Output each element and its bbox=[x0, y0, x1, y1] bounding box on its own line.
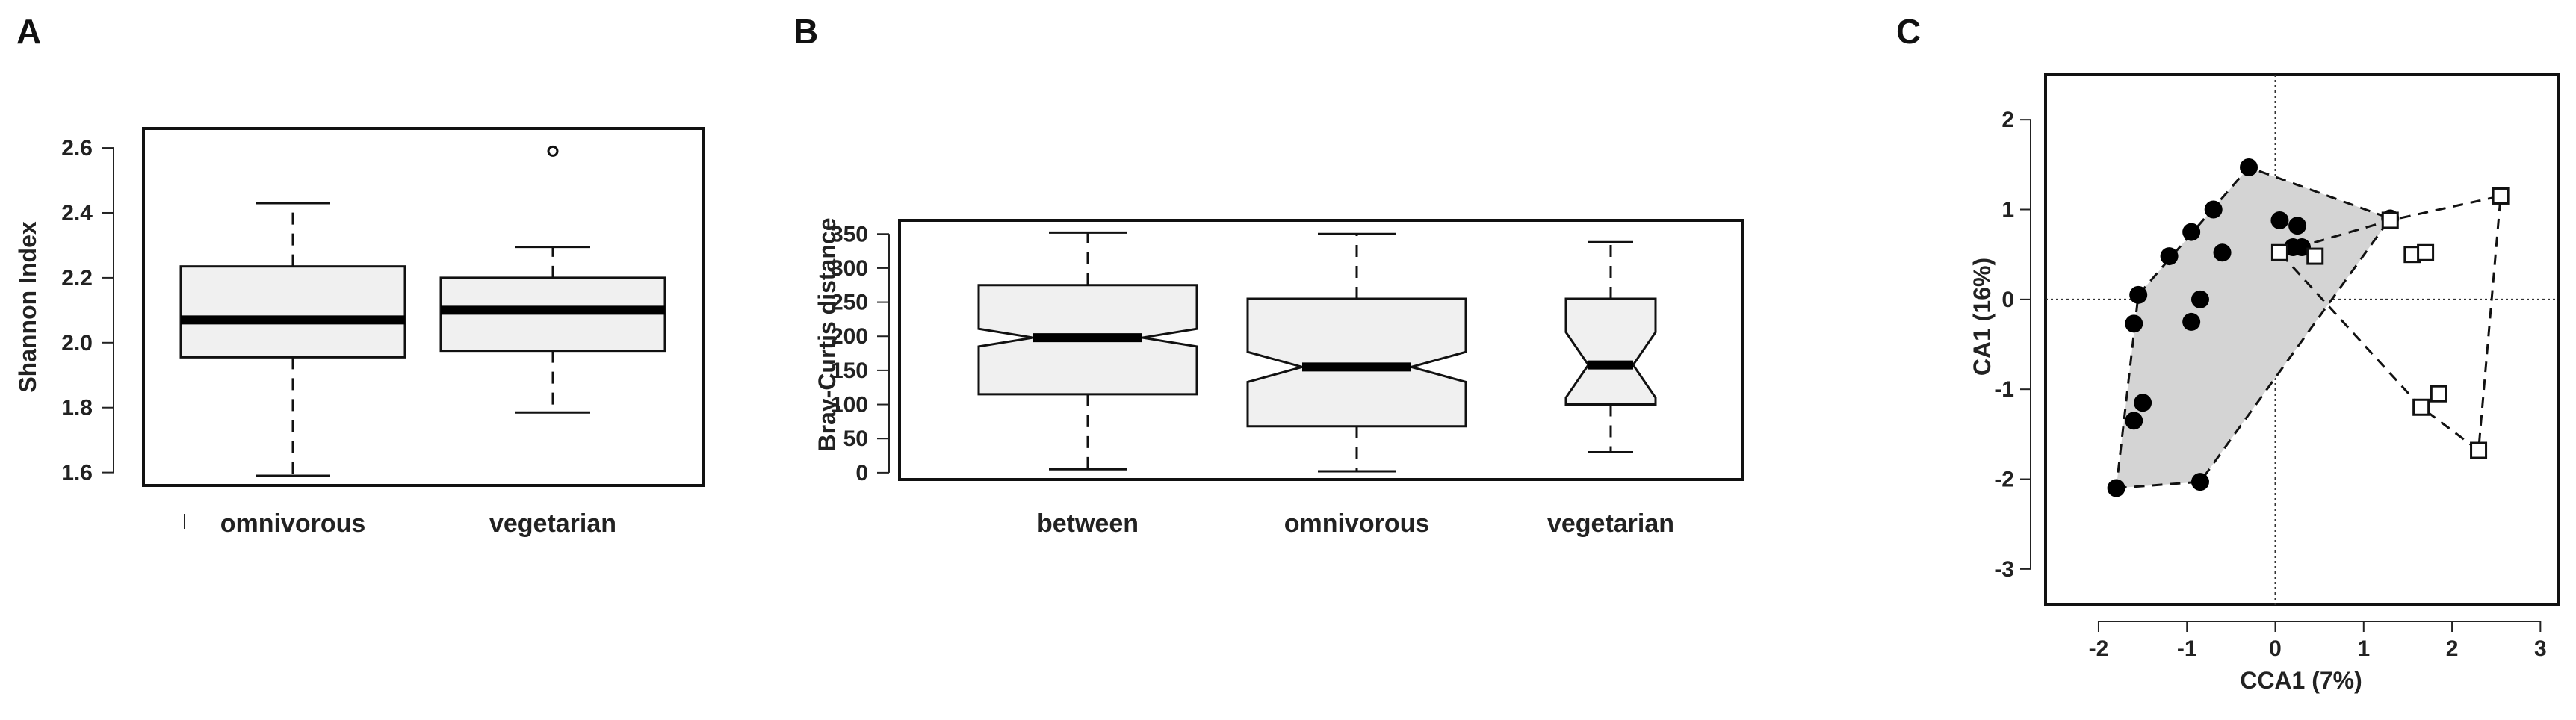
chart-a: 1.6 1.8 2.0 2.2 2.4 2.6 Shannon Index omnivor… bbox=[14, 128, 704, 538]
chart-c-point-square bbox=[2414, 400, 2429, 415]
chart-a-boxes bbox=[181, 146, 665, 476]
chart-c-x-axis-title: CCA1 (7%) bbox=[2240, 667, 2362, 694]
chart-c-x-tick-label: 1 bbox=[2357, 636, 2370, 661]
chart-a-x-tick-label: omnivorous bbox=[220, 509, 366, 538]
chart-c-point-circle bbox=[2125, 314, 2143, 332]
chart-c-x-tick-label: 0 bbox=[2269, 636, 2282, 661]
chart-a-x-tick-label: vegetarian bbox=[489, 509, 616, 538]
panel-letter-a: A bbox=[16, 12, 41, 51]
chart-c-point-circle bbox=[2134, 394, 2152, 412]
chart-a-outlier-vegetarian bbox=[548, 146, 557, 155]
chart-c-point-circle bbox=[2191, 291, 2209, 308]
chart-c-point-circle bbox=[2108, 480, 2125, 497]
chart-c-point-circle bbox=[2270, 211, 2288, 229]
chart-c-point-circle bbox=[2129, 286, 2147, 304]
chart-a-y-tick-label: 2.4 bbox=[61, 201, 93, 226]
chart-c-point-circle bbox=[2182, 313, 2200, 331]
chart-c-y-tick-label: 2 bbox=[2001, 108, 2014, 132]
chart-c-point-circle bbox=[2125, 412, 2143, 429]
chart-a-y-tick-label: 1.6 bbox=[61, 461, 93, 485]
chart-a-y-axis: 1.6 1.8 2.0 2.2 2.4 2.6 bbox=[61, 136, 114, 485]
chart-a-box-omnivorous bbox=[181, 267, 405, 358]
chart-b-box-vegetarian bbox=[1566, 299, 1656, 405]
chart-b-x-tick-label: omnivorous bbox=[1284, 509, 1430, 538]
chart-b-x-tick-label: vegetarian bbox=[1547, 509, 1674, 538]
chart-c-point-circle bbox=[2161, 247, 2179, 265]
chart-a-y-tick-label: 1.8 bbox=[61, 396, 93, 420]
chart-c-point-square bbox=[2431, 386, 2446, 401]
chart-b-y-axis-title: Bray-Curtis distance bbox=[814, 218, 840, 452]
chart-c-y-axis-title: CA1 (16%) bbox=[1969, 258, 1996, 376]
chart-c-hull-filled-circle bbox=[2117, 167, 2391, 488]
chart-c-point-square bbox=[2471, 443, 2486, 458]
chart-c-y-tick-label: -3 bbox=[1994, 557, 2014, 582]
chart-b-y-tick-label: 0 bbox=[855, 461, 868, 485]
chart-b-x-axis: between omnivorous vegetarian bbox=[1037, 509, 1674, 538]
chart-c-x-tick-label: -2 bbox=[2089, 636, 2109, 661]
chart-c-point-circle bbox=[2191, 473, 2209, 491]
panel-letter-b: B bbox=[793, 12, 818, 51]
chart-c-point-square bbox=[2272, 245, 2287, 260]
chart-c-y-tick-label: 1 bbox=[2001, 198, 2014, 223]
chart-c-point-square bbox=[2383, 213, 2397, 228]
chart-c-point-square bbox=[2308, 249, 2323, 264]
chart-c-point-circle bbox=[2214, 243, 2232, 261]
chart-a-y-tick-label: 2.2 bbox=[61, 266, 93, 291]
chart-c-hulls bbox=[2117, 167, 2501, 488]
chart-c-x-tick-label: -1 bbox=[2177, 636, 2197, 661]
chart-c-point-circle bbox=[2288, 217, 2306, 235]
chart-c-y-tick-label: 0 bbox=[2001, 288, 2014, 312]
chart-c-y-tick-label: -1 bbox=[1994, 377, 2014, 402]
chart-b: 050100150200250300350 Bray-Curtis distan… bbox=[814, 218, 1742, 538]
chart-a-y-tick-label: 2.6 bbox=[61, 136, 93, 161]
chart-b-boxes bbox=[979, 232, 1656, 471]
chart-a-y-axis-title: Shannon Index bbox=[14, 221, 41, 393]
chart-c: -2 -1 0 1 2 3 -3 -2 -1 0 1 2 CCA1 (7%) CA1 (16%) bbox=[1969, 75, 2558, 694]
chart-c-point-square bbox=[2418, 245, 2433, 260]
chart-c-y-tick-label: -2 bbox=[1994, 468, 2014, 492]
chart-a-x-axis: omnivorous vegetarian bbox=[220, 509, 616, 538]
chart-c-point-square bbox=[2493, 188, 2508, 203]
chart-c-x-tick-label: 3 bbox=[2534, 636, 2547, 661]
panel-letter-c: C bbox=[1896, 12, 1921, 51]
chart-c-point-circle bbox=[2205, 201, 2223, 219]
chart-c-point-circle bbox=[2240, 158, 2258, 176]
chart-c-x-tick-label: 2 bbox=[2446, 636, 2459, 661]
chart-b-x-tick-label: between bbox=[1037, 509, 1139, 538]
chart-c-point-circle bbox=[2182, 223, 2200, 241]
chart-a-y-tick-label: 2.0 bbox=[61, 331, 93, 356]
chart-b-y-tick-label: 50 bbox=[843, 426, 868, 451]
